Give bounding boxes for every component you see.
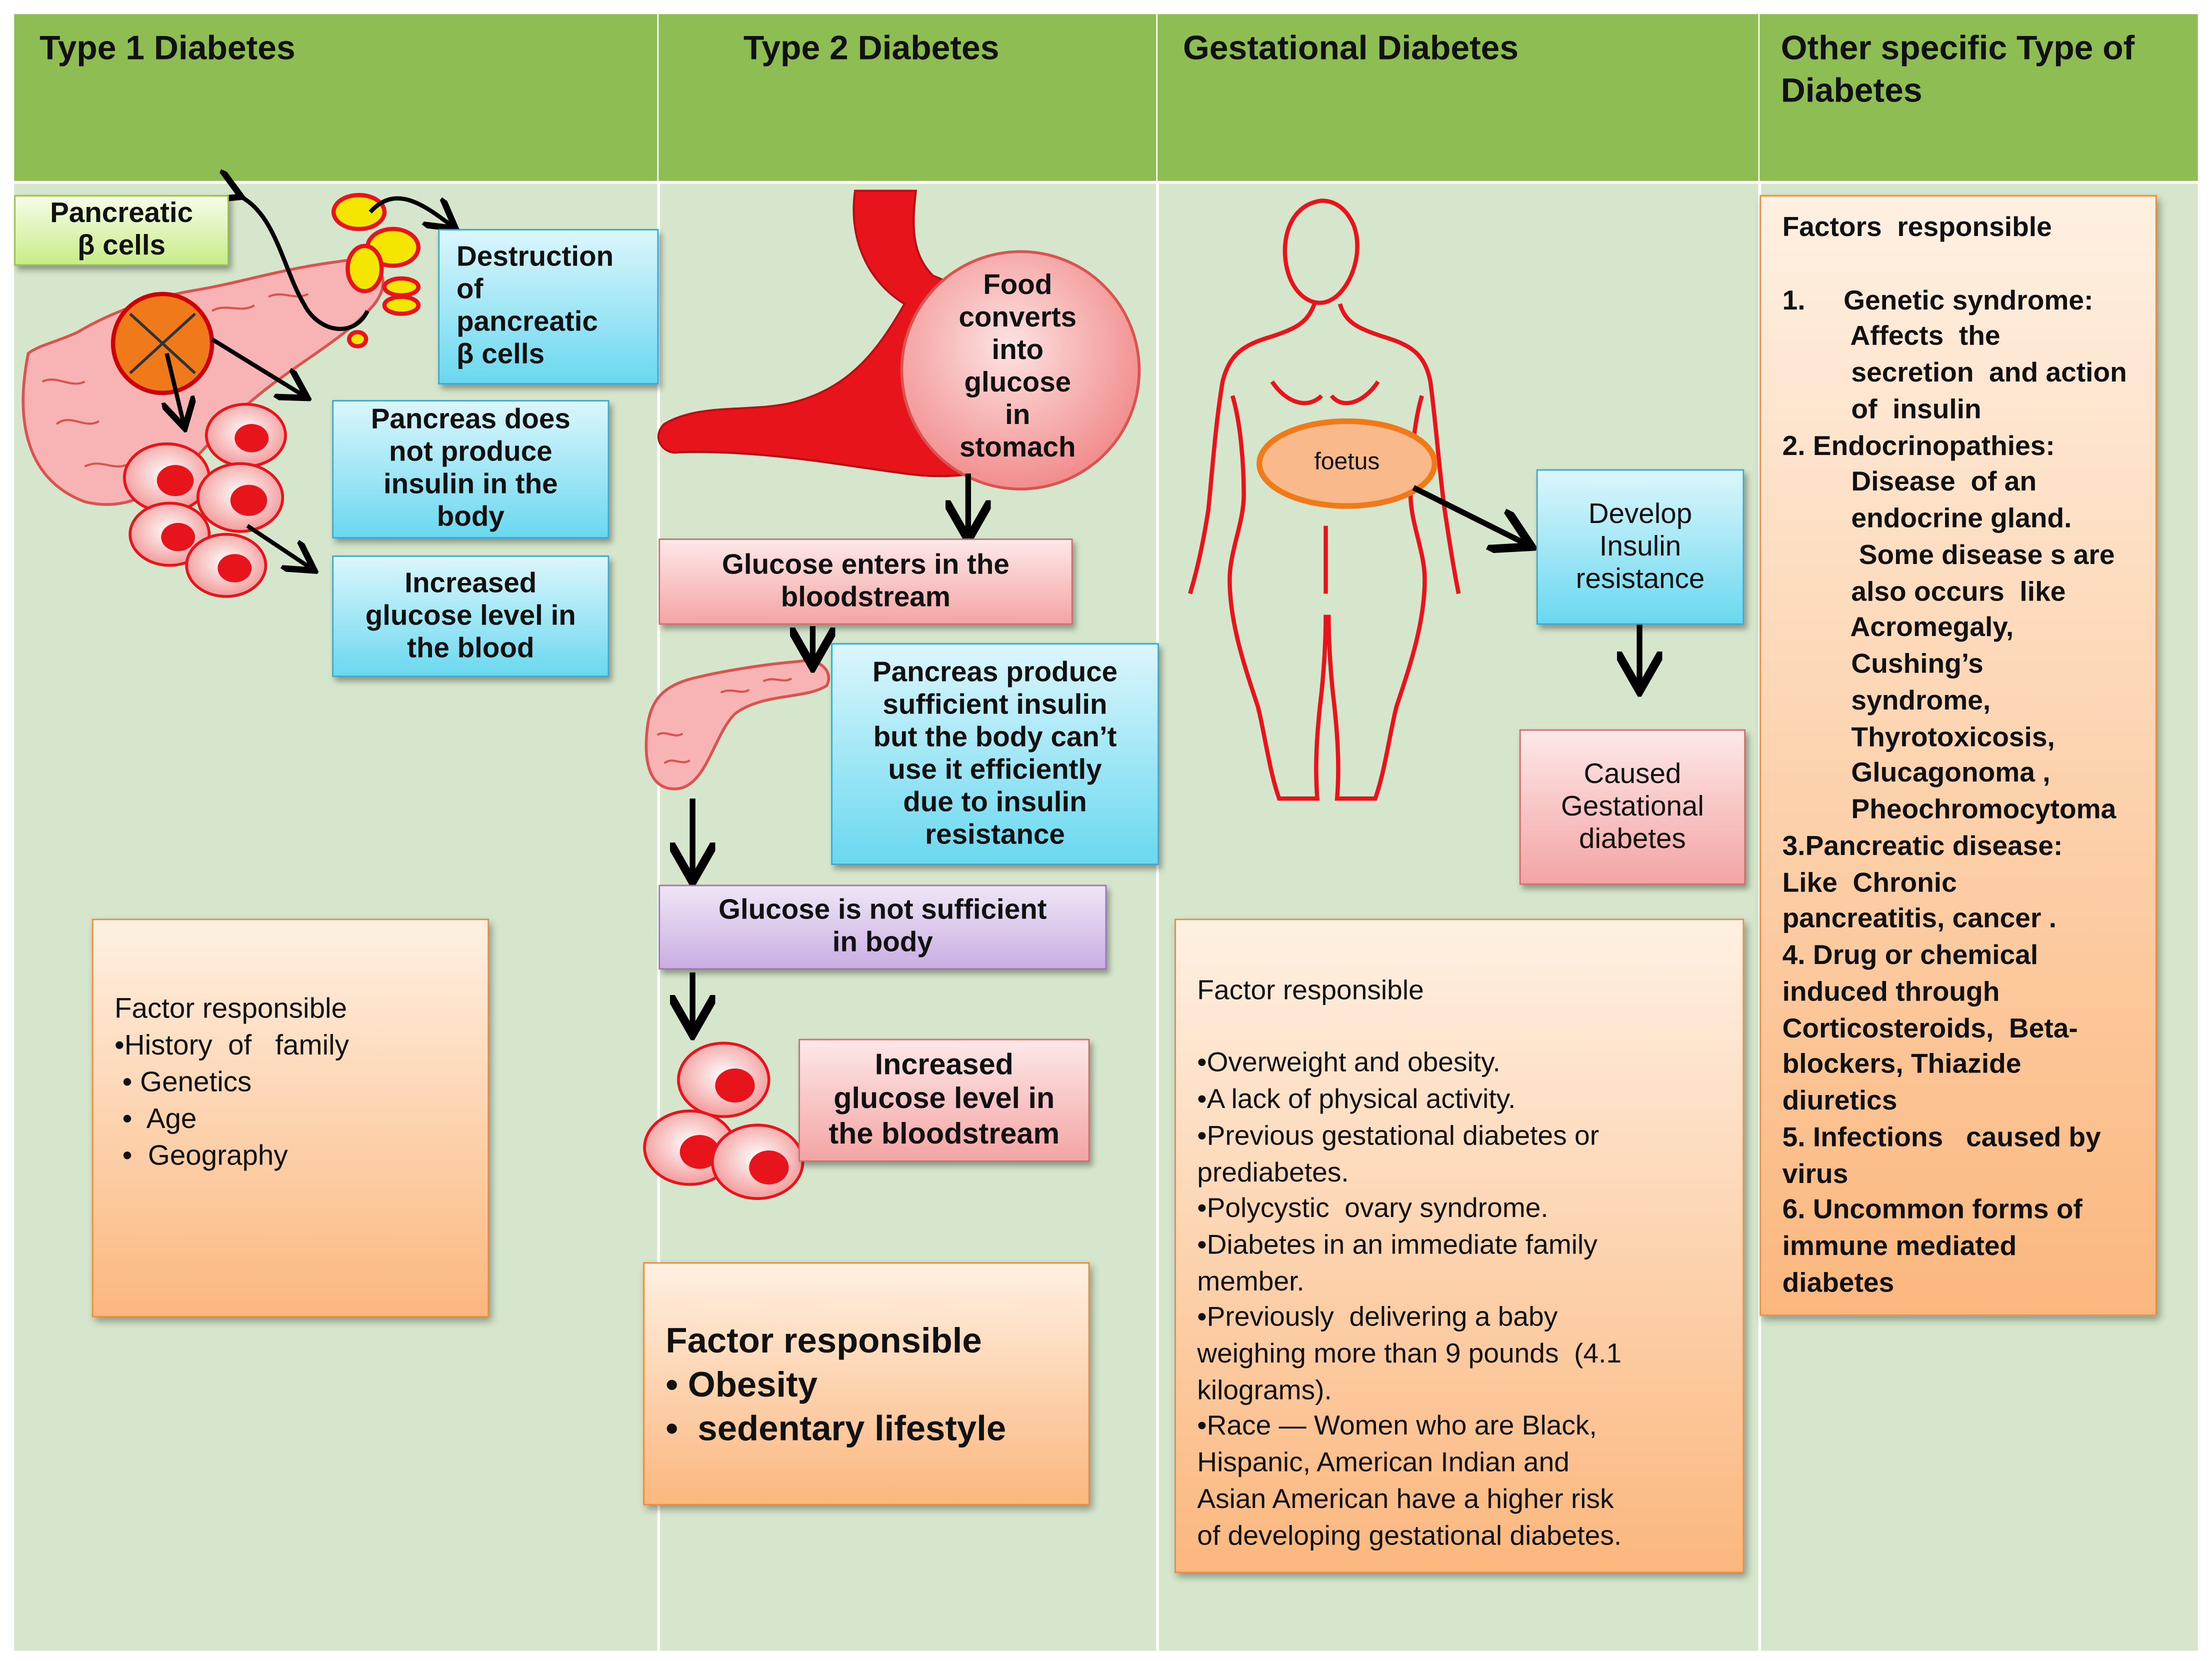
type1-arrows <box>167 195 452 568</box>
other-factor-line: 2. Endocrinopathies: <box>1782 430 2055 462</box>
type2-factor-line: • sedentary lifestyle <box>666 1409 1006 1449</box>
other-factor-line: 6. Uncommon forms of <box>1782 1194 2082 1226</box>
no-insulin-box: Pancreas does not produce insulin in the… <box>332 400 610 539</box>
type2-factor-line: • Obesity <box>666 1365 818 1405</box>
gestational-factor-line: •Polycystic ovary syndrome. <box>1197 1193 1548 1224</box>
gestational-factor-line: •Previous gestational diabetes or <box>1197 1120 1600 1152</box>
foetus-oval <box>1256 418 1438 509</box>
gestational-factor-line: of developing gestational diabetes. <box>1197 1520 1622 1552</box>
other-factor-line: Disease of an <box>1782 466 2037 498</box>
type1-factor-line: •History of family <box>114 1030 349 1062</box>
destroyed-cell-icon <box>110 292 214 396</box>
gestational-factor-line: •Previously delivering a baby <box>1197 1302 1558 1334</box>
header-gestational: Gestational Diabetes <box>1158 14 1760 181</box>
other-factor-line: pancreatitis, cancer . <box>1782 904 2057 935</box>
food-converts-label: Food converts into glucose in stomach <box>958 270 1077 464</box>
other-factor-line: secretion and action <box>1782 358 2127 389</box>
gestational-factor-line: prediabetes. <box>1197 1156 1349 1188</box>
gestational-factor-line: •Overweight and obesity. <box>1197 1048 1500 1079</box>
other-factor-line: induced through <box>1782 976 2000 1008</box>
type1-factors-box: Factor responsible •History of family • … <box>92 918 490 1318</box>
other-factor-line: endocrine gland. <box>1782 503 2072 534</box>
beta-cell-cluster-icon <box>331 192 420 348</box>
gestational-factor-line: Factor responsible <box>1197 975 1424 1006</box>
other-factor-line: Some disease s are <box>1782 540 2115 571</box>
type2-arrows <box>692 473 968 1029</box>
gestational-factor-line <box>1197 1010 1742 1046</box>
header-type1: Type 1 Diabetes <box>14 14 659 181</box>
gestational-factor-line: weighing more than 9 pounds (4.1 <box>1197 1338 1622 1370</box>
other-factor-line: Pheochromocytoma <box>1782 794 2116 826</box>
column-divider <box>1758 184 1762 1651</box>
glucose-not-sufficient-box: Glucose is not sufficient in body <box>658 884 1107 970</box>
header-type2-title: Type 2 Diabetes <box>743 30 1000 68</box>
other-factor-line: diuretics <box>1782 1085 1898 1117</box>
other-factor-line: 1. Genetic syndrome: <box>1782 284 2094 316</box>
header-type2: Type 2 Diabetes <box>658 14 1158 181</box>
other-factor-line: 4. Drug or chemical <box>1782 940 2038 972</box>
pancreas-produce-box: Pancreas produce sufficient insulin but … <box>831 643 1159 866</box>
gestational-factor-line: Hispanic, American Indian and <box>1197 1448 1570 1479</box>
insulin-resistance-box: Develop Insulin resistance <box>1536 469 1744 625</box>
column-divider <box>1156 184 1159 1651</box>
gestational-factor-line: Asian American have a higher risk <box>1197 1484 1614 1515</box>
other-factor-line: virus <box>1782 1158 1848 1190</box>
increased-glucose-bloodstream-box: Increased glucose level in the bloodstre… <box>798 1038 1090 1162</box>
other-factor-line: Affects the <box>1782 321 2000 352</box>
header-other: Other specific Type of Diabetes <box>1760 14 2200 181</box>
red-blood-cells-type1 <box>122 402 287 598</box>
header-type1-title: Type 1 Diabetes <box>40 30 296 68</box>
header-gestational-title: Gestational Diabetes <box>1183 30 1519 68</box>
other-factor-line: diabetes <box>1782 1267 1894 1299</box>
pancreatic-beta-cells-label: Pancreatic β cells <box>14 195 229 266</box>
other-factor-line: Factors responsible <box>1782 212 2052 244</box>
type1-factor-line: • Genetics <box>114 1067 252 1098</box>
increased-glucose-blood-box: Increased glucose level in the blood <box>332 555 610 678</box>
pancreas-illustration-type2 <box>644 659 830 790</box>
type1-factor-line: • Geography <box>114 1140 288 1172</box>
other-factor-line <box>1782 247 2156 284</box>
gestational-factor-line: •Race — Women who are Black, <box>1197 1411 1597 1442</box>
foetus-label: foetus <box>1314 448 1380 476</box>
other-factor-line: 3.Pancreatic disease: <box>1782 830 2063 862</box>
destruction-box: Destruction of pancreatic β cells <box>438 228 659 384</box>
gestational-factor-line: member. <box>1197 1266 1304 1297</box>
gestational-factor-line: •A lack of physical activity. <box>1197 1084 1516 1116</box>
other-factor-line: blockers, Thiazide <box>1782 1049 2022 1080</box>
red-blood-cells-type2 <box>643 1042 804 1200</box>
other-factor-line: Cushing’s <box>1782 648 1984 680</box>
gestational-arrows <box>1412 485 1640 686</box>
other-factors-box: Factors responsible 1. Genetic syndrome:… <box>1760 195 2157 1316</box>
gestational-factor-line: •Diabetes in an immediate family <box>1197 1230 1598 1261</box>
type1-factor-line: • Age <box>114 1104 197 1135</box>
header-other-title: Other specific Type of Diabetes <box>1780 30 2135 110</box>
other-factor-line: syndrome, <box>1782 685 1991 716</box>
other-factor-line: Like Chronic <box>1782 867 1957 898</box>
stomach-illustration <box>657 190 1141 490</box>
type2-factor-line: Factor responsible <box>666 1322 982 1362</box>
other-factor-line: immune mediated <box>1782 1231 2017 1262</box>
other-factor-line: Acromegaly, <box>1782 612 2014 644</box>
gestational-factors-box: Factor responsible •Overweight and obesi… <box>1174 918 1744 1574</box>
caused-gestational-box: Caused Gestational diabetes <box>1519 729 1746 885</box>
other-factor-line: 5. Infections caused by <box>1782 1122 2101 1153</box>
glucose-enters-box: Glucose enters in the bloodstream <box>658 538 1073 625</box>
other-factor-line: Thyrotoxicosis, <box>1782 722 2055 753</box>
type2-factors-box: Factor responsible • Obesity • sedentary… <box>643 1262 1090 1506</box>
type1-factor-line: Factor responsible <box>114 994 348 1025</box>
other-factor-line: Glucagonoma , <box>1782 758 2050 790</box>
pancreas-illustration-type1 <box>22 258 384 506</box>
other-factor-line: Corticosteroids, Beta- <box>1782 1012 2078 1044</box>
other-factor-line: of insulin <box>1782 394 1982 426</box>
gestational-factor-line: kilograms). <box>1197 1374 1332 1406</box>
other-factor-line: also occurs like <box>1782 576 2066 608</box>
